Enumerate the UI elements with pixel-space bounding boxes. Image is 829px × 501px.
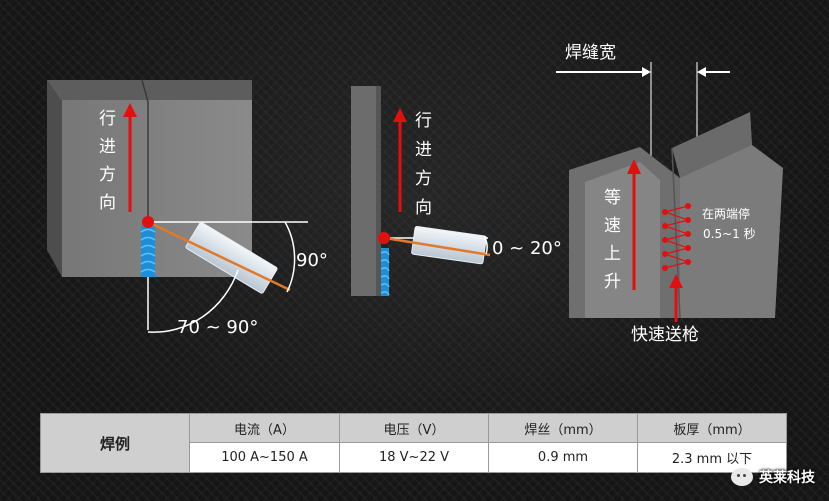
direction-char-1b: 进 [99, 137, 116, 157]
pause-note-line1: 在两端停 [702, 206, 750, 221]
watermark: 英莱科技 [731, 467, 815, 487]
header-voltage: 电压（V） [339, 413, 489, 443]
speed-arrowhead [627, 159, 641, 174]
speed-char-d: 升 [604, 272, 621, 292]
weld-bead-2-ripples [380, 251, 390, 296]
pause-note-line2: 0.5~1 秒 [703, 227, 756, 241]
value-voltage: 18 V~22 V [339, 442, 489, 473]
header-wire: 焊丝（mm） [488, 413, 638, 443]
weld-point-1 [142, 216, 154, 228]
weave-points [662, 203, 691, 271]
value-thickness: 2.3 mm 以下 [637, 442, 787, 473]
angle-arc-torch-1 [284, 221, 296, 293]
torch-axis-1 [147, 220, 291, 292]
direction-char-2c: 方 [415, 169, 432, 189]
direction-char-2b: 进 [415, 140, 432, 160]
value-current: 100 A~150 A [189, 442, 340, 473]
plate-2-edge [376, 86, 381, 296]
direction-char-2a: 行 [415, 111, 432, 131]
weld-bead-2 [381, 248, 389, 296]
weld-bead-1-ripples [140, 228, 156, 273]
speed-char-c: 上 [604, 244, 621, 264]
angle-label-torch-1: 90° [296, 250, 328, 271]
angle-arc-plate-1 [147, 269, 239, 333]
weld-width-label: 焊缝宽 [565, 43, 616, 63]
figure-1: 行 进 方 向 90° 70 ~ 90° [47, 79, 328, 338]
angle-label-plate-1: 70 ~ 90° [177, 317, 258, 338]
value-wire: 0.9 mm [488, 442, 638, 473]
wechat-icon [731, 468, 753, 486]
direction-char-1c: 方 [99, 165, 116, 185]
plate-3-left-face [585, 162, 660, 318]
torch-2 [411, 226, 487, 265]
watermark-text: 英莱科技 [759, 470, 815, 486]
header-current: 电流（A） [189, 413, 340, 443]
feed-arrowhead [669, 274, 683, 288]
row-header-welding-example: 焊例 [40, 413, 190, 473]
torch-axis-2 [384, 236, 491, 257]
plate-3-top-edge [672, 112, 752, 178]
header-thickness: 板厚（mm） [637, 413, 787, 443]
welding-parameter-table: 焊例 电流（A） 电压（V） 焊丝（mm） 板厚（mm） 100 A~150 A… [40, 413, 787, 473]
weave-path [662, 205, 691, 269]
figure-3: 焊缝宽 等 速 上 升 在两端停 0.5~1 秒 快速送枪 [556, 43, 783, 345]
direction-arrowhead-1 [123, 103, 137, 117]
direction-arrowhead-2 [393, 108, 407, 122]
direction-char-2d: 向 [415, 198, 432, 218]
angle-arc-2 [483, 235, 488, 255]
figure-2: 行 进 方 向 0 ~ 20° [351, 86, 562, 296]
feed-label: 快速送枪 [631, 325, 699, 345]
direction-char-1a: 行 [99, 109, 116, 129]
speed-char-b: 速 [604, 216, 621, 236]
angle-label-2: 0 ~ 20° [492, 238, 562, 259]
direction-char-1d: 向 [99, 193, 116, 213]
speed-char-a: 等 [604, 188, 621, 208]
weld-point-2 [378, 232, 390, 244]
